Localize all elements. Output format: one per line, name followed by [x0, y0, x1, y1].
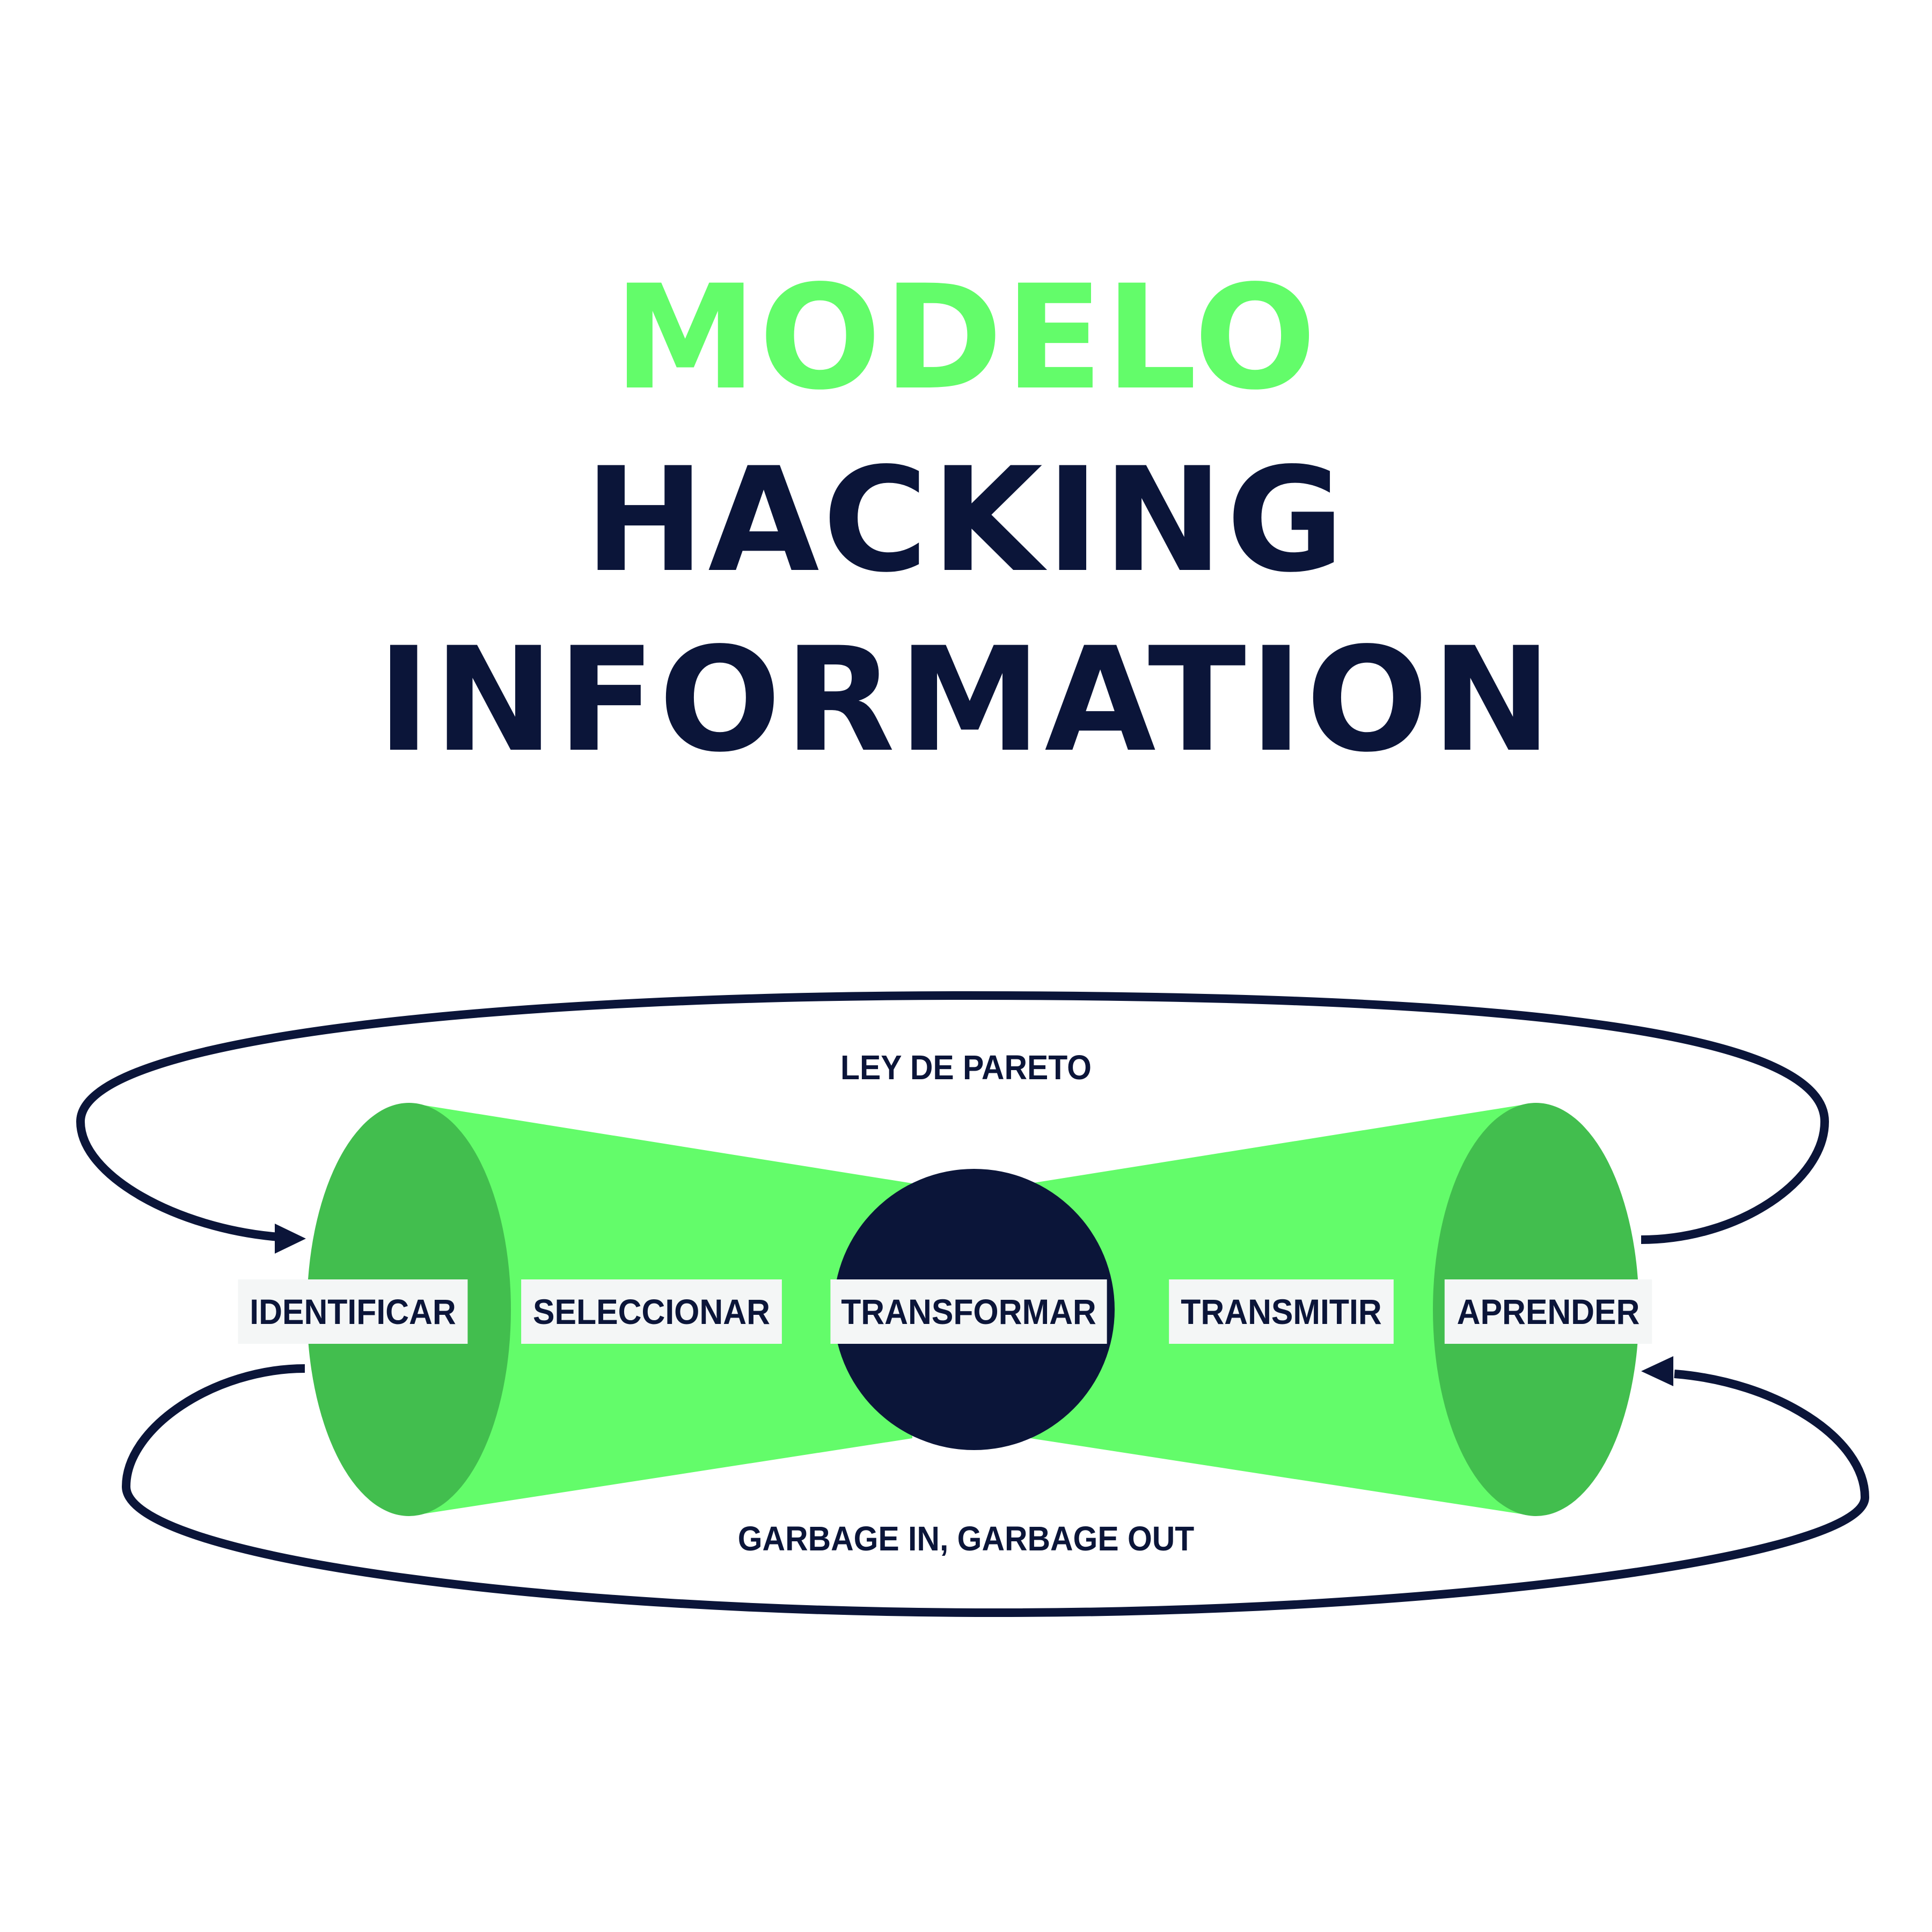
stage-aprender: APRENDER — [1444, 1279, 1652, 1344]
label-ley-de-pareto: LEY DE PARETO — [840, 1048, 1092, 1087]
title-hacking: HACKING — [584, 437, 1348, 604]
bottom-loop-path — [121, 1364, 1870, 1618]
title-information: INFORMATION — [377, 617, 1555, 784]
top-loop-path — [76, 991, 1829, 1244]
bottom-loop-arrowhead — [1641, 1356, 1673, 1386]
title-modelo: MODELO — [613, 254, 1319, 422]
top-loop-arrowhead — [275, 1224, 306, 1254]
stage-identificar: IDENTIFICAR — [238, 1279, 468, 1344]
label-garbage-in-garbage-out: GARBAGE IN, GARBAGE OUT — [737, 1519, 1195, 1558]
stage-seleccionar: SELECCIONAR — [521, 1279, 782, 1344]
stage-transformar: TRANSFORMAR — [830, 1279, 1107, 1344]
stage-transmitir: TRANSMITIR — [1169, 1279, 1394, 1344]
